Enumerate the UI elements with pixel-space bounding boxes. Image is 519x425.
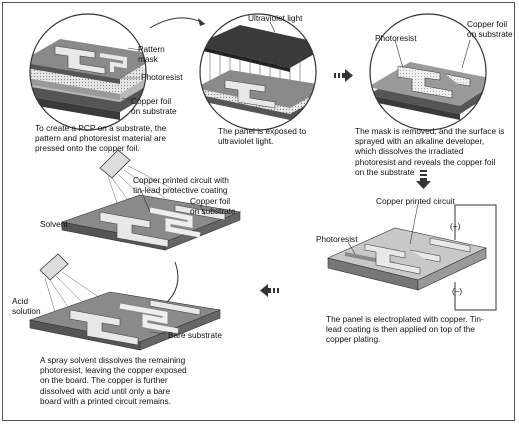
label-pattern-mask: Pattern mask [138,44,165,64]
label-bare-substrate: Bare substrate [168,330,222,340]
label-copper-printed-circuit: Copper printed circuit [376,196,455,206]
label-copper-foil-1: Copper foil on substrate [131,96,177,116]
panel2-exposure [200,14,316,130]
panel5-strip-etch [28,149,242,351]
panel1-layer-stack [30,14,146,130]
panel4-electroplate [327,204,497,311]
caption-step-3: The mask is removed, and the surface is … [355,126,505,177]
label-negative: (–) [452,286,463,296]
arrow-4-5 [260,284,279,297]
label-copper-foil-3: Copper foil on substrate [467,19,513,39]
caption-step-1: To create a PCP on a substrate, the patt… [35,123,167,154]
panel3-developed [370,14,486,130]
label-solvent: Solvent [40,219,68,229]
label-circuit-coating: Copper printed circuit with tin-lead pro… [133,175,229,195]
arrow-2-3 [334,69,353,82]
label-photoresist-4: Photoresist [316,234,358,244]
label-photoresist-3: Photoresist [375,33,417,43]
label-copper-foil-5: Copper foil on substrate [190,196,236,216]
label-ultraviolet-light: Ultraviolet light [248,13,303,23]
caption-step-2: The panel is exposed to ultraviolet ligh… [218,126,307,147]
label-acid-solution: Acid solution [12,296,41,316]
label-photoresist-1: Photoresist [141,72,183,82]
label-positive: (+) [450,221,461,231]
caption-step-5: A spray solvent dissolves the remaining … [40,355,187,406]
arrow-3-4 [416,170,431,189]
caption-step-4: The panel is electroplated with copper. … [326,314,484,345]
